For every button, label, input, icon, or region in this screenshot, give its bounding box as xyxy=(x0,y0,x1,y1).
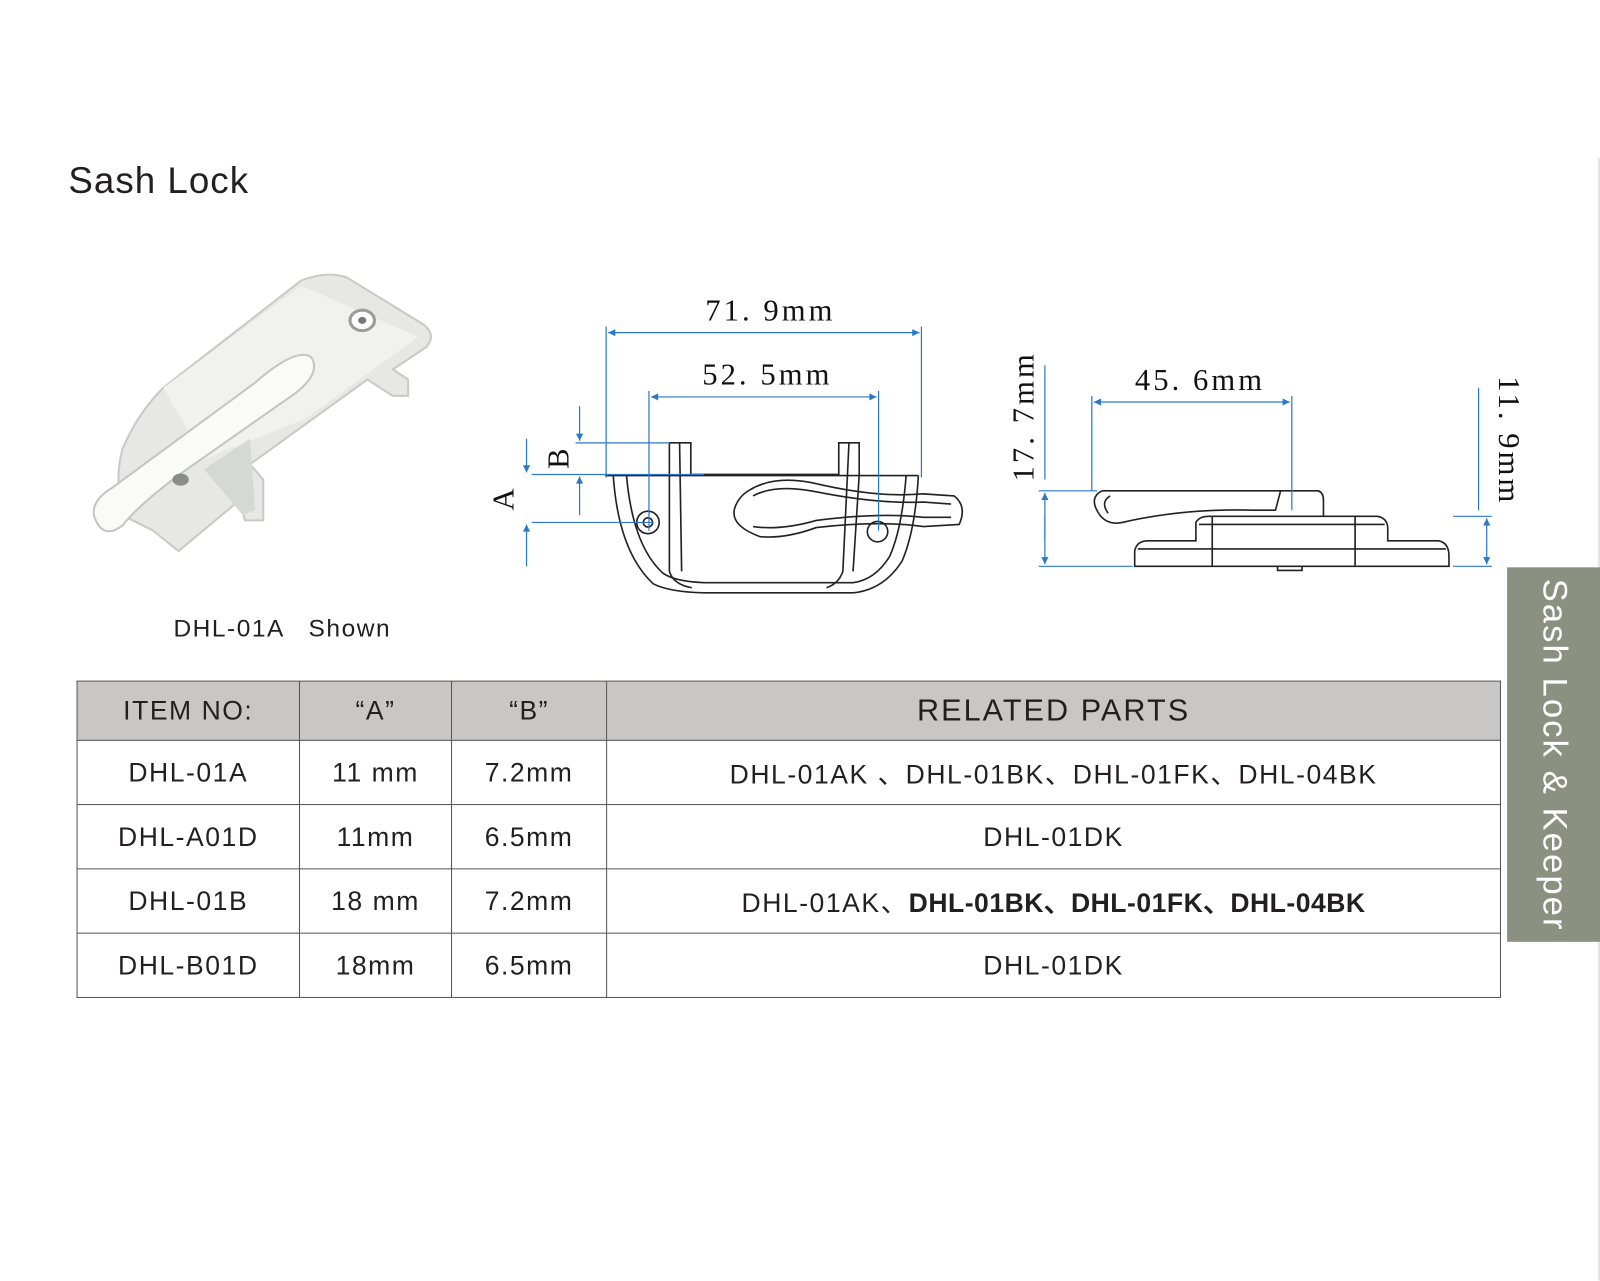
cell-item: DHL-01B xyxy=(76,868,300,934)
cell-item: DHL-B01D xyxy=(76,932,300,998)
photo-caption: DHL-01A Shown xyxy=(173,615,392,643)
front-view-dimensions xyxy=(522,326,923,567)
spec-table: ITEM NO: “A” “B” RELATED PARTS DHL-01A 1… xyxy=(76,680,1502,998)
cell-item: DHL-A01D xyxy=(76,804,300,870)
cell-a: 11 mm xyxy=(298,739,453,806)
dim-keeper-span: 45. 6mm xyxy=(1135,363,1265,397)
table-row: DHL-B01D 18mm 6.5mm DHL-01DK xyxy=(76,932,1502,998)
cell-related: DHL-01AK、DHL-01BK、DHL-01FK、DHL-04BK xyxy=(606,868,1502,934)
cell-related: DHL-01AK 、DHL-01BK、DHL-01FK、DHL-04BK xyxy=(606,739,1502,806)
cell-related: DHL-01DK xyxy=(606,932,1502,998)
section-side-tab-label: Sash Lock & Keeper xyxy=(1534,578,1574,932)
table-header-row: ITEM NO: “A” “B” RELATED PARTS xyxy=(76,680,1502,741)
side-view-dimensions xyxy=(1038,365,1492,567)
table-row: DHL-01A 11 mm 7.2mm DHL-01AK 、DHL-01BK、D… xyxy=(76,739,1502,806)
cell-a: 11mm xyxy=(298,804,453,870)
header-item-no: ITEM NO: xyxy=(76,680,300,741)
table-row: DHL-01B 18 mm 7.2mm DHL-01AK、DHL-01BK、DH… xyxy=(76,868,1502,934)
dim-label-a: A xyxy=(486,485,520,510)
section-side-tab: Sash Lock & Keeper xyxy=(1507,567,1600,942)
related-parts: DHL-01AK 、DHL-01BK、DHL-01FK、DHL-04BK xyxy=(729,758,1378,790)
table-row: DHL-A01D 11mm 6.5mm DHL-01DK xyxy=(76,804,1502,870)
front-view-drawing xyxy=(605,442,964,594)
product-photo xyxy=(92,273,432,553)
dim-hole-spacing: 52. 5mm xyxy=(702,358,832,392)
related-parts-bold: DHL-01BK、DHL-01FK、DHL-04BK xyxy=(908,887,1366,918)
header-a: “A” xyxy=(298,680,453,741)
related-parts: DHL-01AK、 xyxy=(741,887,909,918)
cell-related: DHL-01DK xyxy=(606,804,1502,870)
cell-a: 18mm xyxy=(298,932,453,998)
cell-item: DHL-01A xyxy=(76,739,300,806)
related-parts: DHL-01DK xyxy=(983,820,1124,852)
side-view-drawing xyxy=(1093,489,1450,572)
cell-b: 6.5mm xyxy=(451,804,608,870)
dim-base-height: 11. 9mm xyxy=(1492,376,1526,505)
page-title: Sash Lock xyxy=(68,159,250,202)
dim-height: 17. 7mm xyxy=(1007,351,1041,481)
cell-a: 18 mm xyxy=(298,868,453,934)
cell-b: 7.2mm xyxy=(451,739,608,806)
related-parts: DHL-01DK xyxy=(983,949,1124,981)
header-related-parts: RELATED PARTS xyxy=(606,680,1502,741)
dim-label-b: B xyxy=(541,445,575,468)
header-b: “B” xyxy=(451,680,608,741)
cell-b: 7.2mm xyxy=(451,868,608,934)
cell-b: 6.5mm xyxy=(451,932,608,998)
dim-overall-width: 71. 9mm xyxy=(705,293,835,327)
